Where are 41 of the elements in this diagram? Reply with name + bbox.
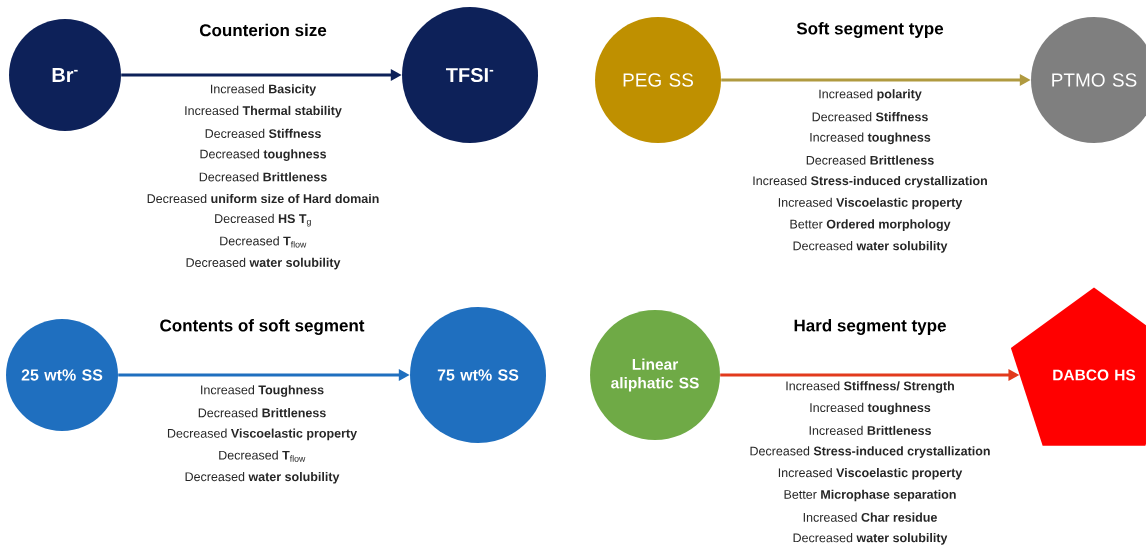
property-text: Increased Char residue	[803, 512, 937, 522]
circle-node: PEG SS	[595, 17, 721, 143]
property-text: Increased toughness	[810, 132, 931, 145]
property-text: Increased Stiffness/ Strength	[786, 381, 954, 393]
property-text: Increased Brittleness	[809, 425, 931, 435]
property-text: Decreased uniform size of Hard domain	[147, 193, 379, 204]
property-text: Decreased water solubility	[186, 257, 341, 270]
property-text: Increased Viscoelastic property	[778, 197, 963, 210]
section-title: Counterion size	[199, 23, 327, 37]
property-text: Increased Toughness	[201, 385, 324, 397]
property-text: Decreased water solubility	[793, 533, 948, 545]
property-text: Decreased Stress-induced crystallization	[750, 446, 990, 458]
property-text: Decreased Stiffness	[812, 112, 928, 122]
property-text: Decreased T$_{flow}$	[220, 236, 307, 248]
property-text: Decreased Brittleness	[199, 172, 327, 182]
property-text: Decreased HS T$_{g}$	[215, 213, 311, 227]
property-text: Decreased Brittleness	[198, 408, 326, 418]
section-title: Soft segment type	[796, 22, 944, 38]
property-text: Increased Viscoelastic property	[778, 467, 963, 480]
property-text: Decreased Brittleness	[806, 155, 934, 165]
pentagon-node: DABCO HS	[1010, 287, 1146, 446]
property-text: Better Microphase separation	[784, 489, 956, 502]
circle-node: Br$^{-}$	[9, 19, 121, 131]
circle-node: TFSI$^{-}$	[402, 7, 538, 143]
property-text: Decreased Viscoelastic property	[167, 428, 357, 441]
property-text: Decreased toughness	[200, 149, 327, 161]
property-text: Decreased water solubility	[793, 241, 948, 253]
property-text: Increased toughness	[810, 402, 931, 415]
property-text: Increased Thermal stability	[185, 105, 342, 118]
property-text: Better Ordered morphology	[790, 219, 951, 232]
property-text: Decreased T$_{flow}$	[219, 450, 306, 462]
circle-node: Linear aliphatic SS	[590, 310, 720, 440]
section-title: Hard segment type	[794, 319, 946, 335]
circle-node: 25 wt% SS	[6, 319, 118, 431]
property-text: Increased polarity	[819, 89, 922, 101]
property-text: Increased Basicity	[211, 84, 317, 96]
section-title: Contents of soft segment	[160, 319, 365, 335]
property-text: Decreased water solubility	[185, 471, 340, 484]
circle-node: 75 wt% SS	[410, 307, 546, 443]
property-text: Decreased Stiffness	[205, 128, 321, 138]
property-text: Increased Stress-induced crystallization	[753, 175, 987, 188]
